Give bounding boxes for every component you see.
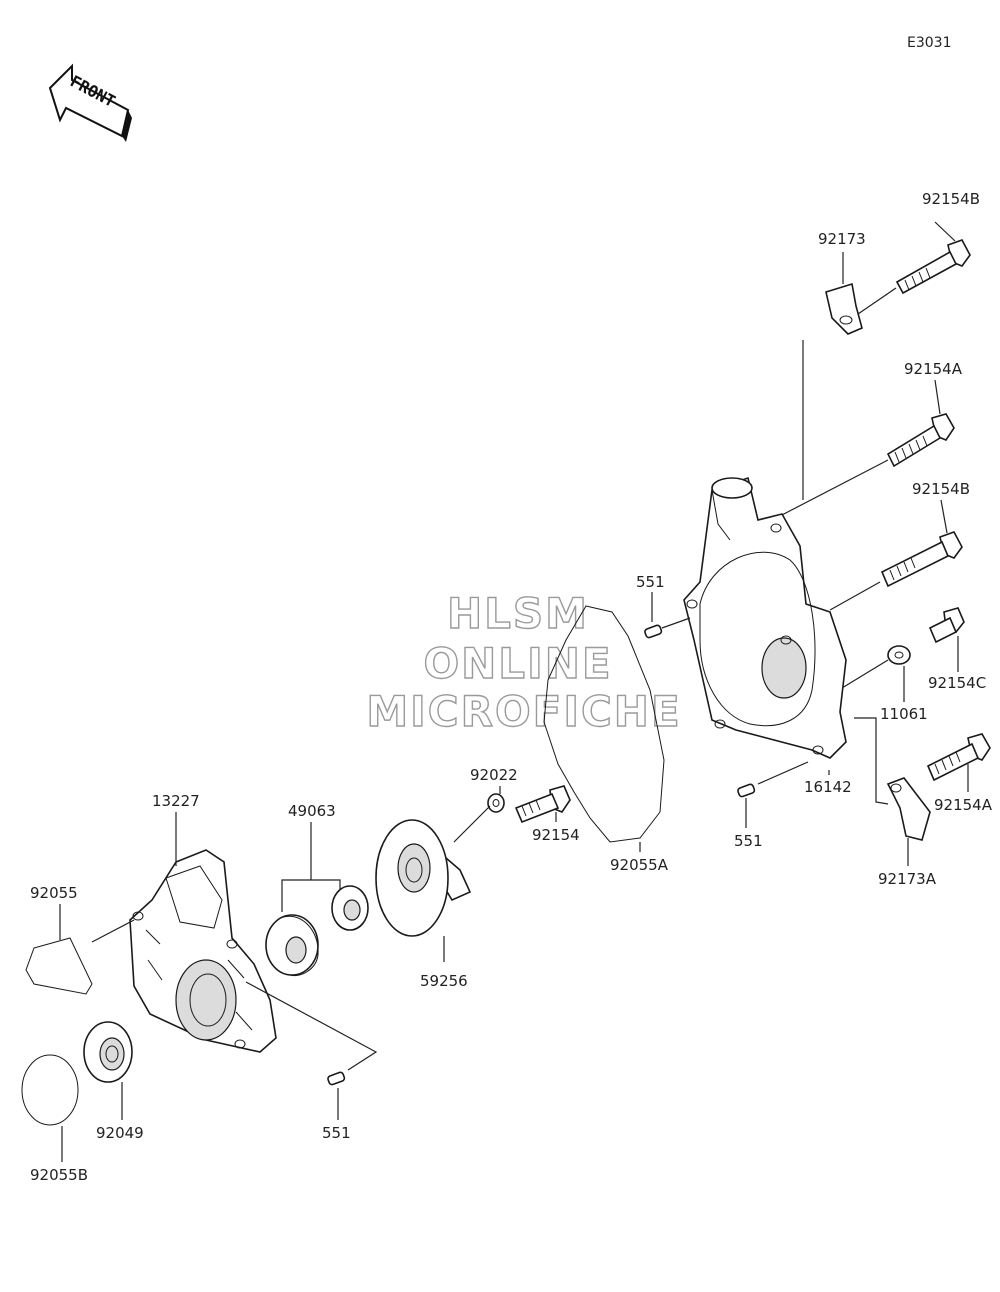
- part-label-13227[interactable]: 13227: [152, 792, 200, 810]
- leader-bolt-line-4: [841, 659, 889, 689]
- dowel-pin-551-top[interactable]: [644, 624, 663, 639]
- watermark-line1: HLSM: [447, 589, 589, 638]
- leader-551-bottom-frame: [245, 981, 378, 1071]
- watermark-line2: ONLINE: [423, 639, 612, 688]
- part-label-551-bottom[interactable]: 551: [322, 1124, 351, 1142]
- mechanical-seal-49063[interactable]: [265, 885, 369, 977]
- part-label-16142[interactable]: 16142: [804, 778, 852, 796]
- part-label-92049[interactable]: 92049: [96, 1124, 144, 1142]
- part-label-92154[interactable]: 92154: [532, 826, 580, 844]
- bracket-92173[interactable]: [825, 282, 863, 335]
- part-label-92055a[interactable]: 92055A: [610, 856, 669, 874]
- leader-92055-line: [91, 919, 135, 943]
- washer-11061[interactable]: [887, 645, 911, 665]
- oil-seal-92049[interactable]: [83, 1021, 133, 1083]
- part-label-551-mid[interactable]: 551: [734, 832, 763, 850]
- pump-housing-13227[interactable]: [129, 849, 277, 1053]
- pump-cover-16142[interactable]: [683, 476, 847, 759]
- washer-92022[interactable]: [487, 793, 505, 813]
- bracket-92173a[interactable]: [886, 777, 931, 841]
- dowel-pin-551-bottom[interactable]: [327, 1071, 346, 1086]
- part-label-92022[interactable]: 92022: [470, 766, 518, 784]
- leader-dowel-line-top: [661, 617, 691, 629]
- front-arrow-icon: FRONT: [48, 63, 132, 142]
- diagram-code: E3031: [907, 35, 951, 51]
- gasket-92055a[interactable]: [543, 605, 665, 843]
- leader-bolt-line-3: [829, 581, 881, 611]
- part-label-92154a-top[interactable]: 92154A: [904, 360, 963, 378]
- dowel-pin-551-mid[interactable]: [737, 783, 756, 798]
- leader-impeller-line: [453, 805, 491, 843]
- part-label-49063[interactable]: 49063: [288, 802, 336, 820]
- part-label-92154c[interactable]: 92154C: [928, 674, 986, 692]
- part-label-92055[interactable]: 92055: [30, 884, 78, 902]
- watermark-line3: MICROFICHE: [366, 687, 681, 736]
- impeller-59256[interactable]: [375, 819, 472, 937]
- o-ring-92055b[interactable]: [21, 1054, 79, 1126]
- part-label-59256[interactable]: 59256: [420, 972, 468, 990]
- leader-92154b-top: [934, 221, 956, 242]
- part-label-92173[interactable]: 92173: [818, 230, 866, 248]
- part-label-11061[interactable]: 11061: [880, 705, 928, 723]
- part-label-92055b[interactable]: 92055B: [30, 1166, 88, 1184]
- part-label-92154b-mid[interactable]: 92154B: [912, 480, 970, 498]
- leader-92154a-top: [934, 379, 941, 415]
- part-label-92154b-top[interactable]: 92154B: [922, 190, 980, 208]
- bolt-92154[interactable]: [514, 785, 571, 824]
- leader-92173a-frame: [854, 717, 889, 805]
- bolt-92154c[interactable]: [928, 607, 965, 644]
- gasket-92055[interactable]: [25, 937, 93, 995]
- part-label-92154a-bottom[interactable]: 92154A: [934, 796, 993, 814]
- bolt-92154a-bottom[interactable]: [926, 733, 991, 782]
- part-label-551-top[interactable]: 551: [636, 573, 665, 591]
- bolt-92154b-top[interactable]: [895, 239, 971, 295]
- leader-bolt-line-2: [779, 459, 889, 517]
- leader-bolt-line-1: [857, 287, 897, 315]
- watermark: HLSM ONLINE MICROFICHE: [366, 588, 681, 736]
- bolt-92154b-mid[interactable]: [880, 531, 963, 588]
- bolt-92154a-top[interactable]: [886, 413, 955, 468]
- leader-92154b-mid: [940, 499, 948, 534]
- part-label-92173a[interactable]: 92173A: [878, 870, 937, 888]
- leader-dowel-line-mid: [757, 761, 809, 785]
